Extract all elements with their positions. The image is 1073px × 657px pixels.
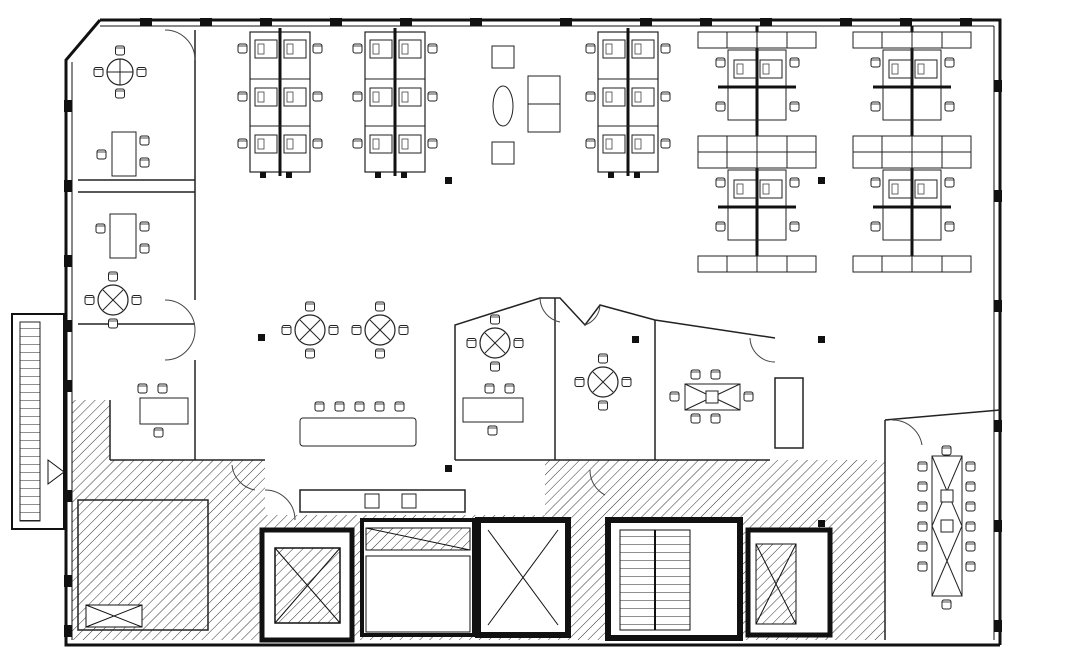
boardroom-table — [917, 445, 976, 610]
interior-walls — [78, 30, 1001, 640]
exterior-stair — [11, 313, 65, 530]
window-mullions — [64, 18, 1002, 637]
lounge-seating — [491, 45, 561, 165]
east-workstations — [698, 26, 971, 272]
round-table-icon — [85, 45, 631, 410]
building-core — [77, 499, 833, 643]
column-icon — [258, 177, 825, 527]
office-desks-west — [95, 131, 524, 438]
workstation-icon — [238, 28, 670, 178]
reception-bench — [299, 401, 417, 509]
door-swing-icon — [164, 29, 923, 521]
conference-table-icon — [669, 369, 754, 424]
